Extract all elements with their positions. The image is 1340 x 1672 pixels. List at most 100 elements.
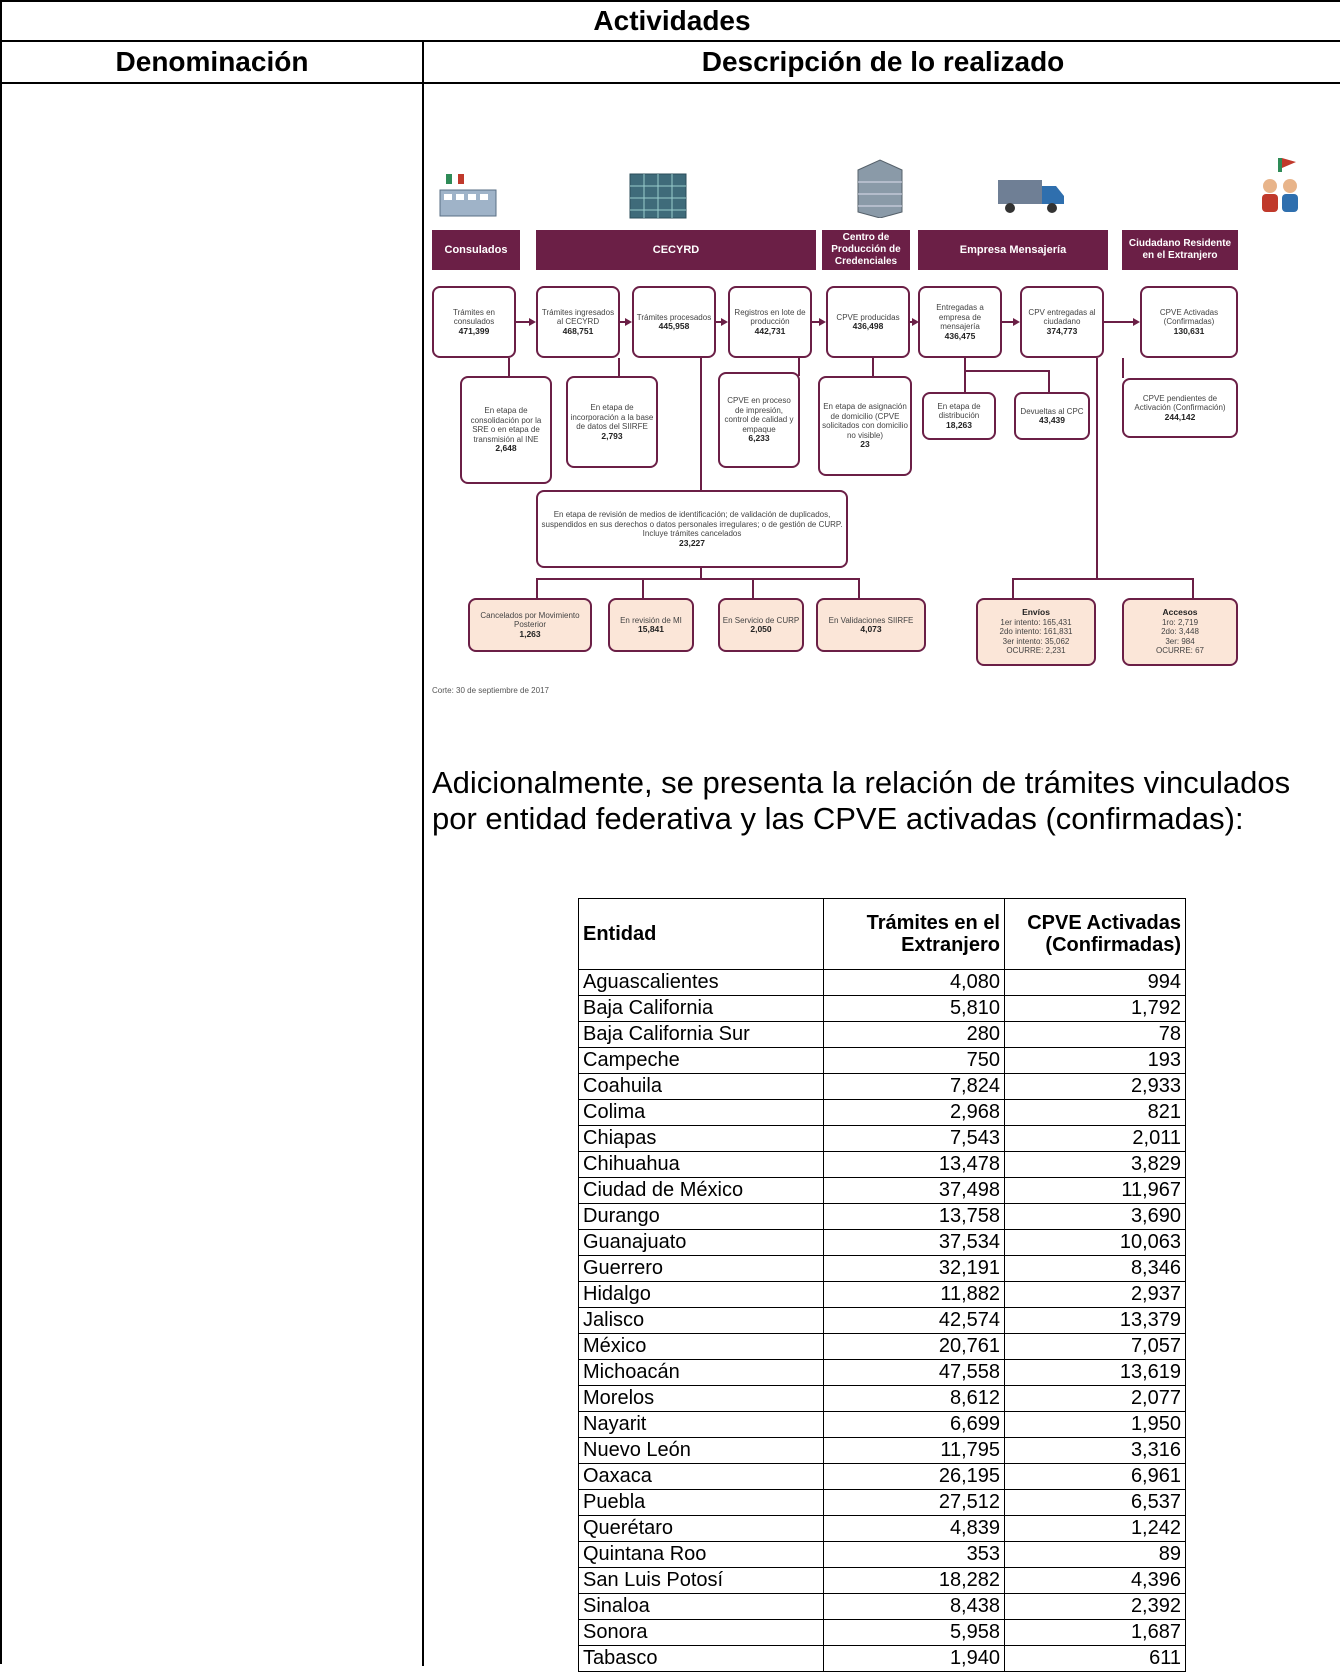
cell-cpve: 2,933 [1004, 1073, 1186, 1100]
cell-entity: Nayarit [578, 1411, 824, 1438]
cell-entity: Oaxaca [578, 1463, 824, 1490]
cell-tramites: 7,543 [823, 1125, 1005, 1152]
cell-tramites: 37,498 [823, 1177, 1005, 1204]
cell-tramites: 20,761 [823, 1333, 1005, 1360]
entity-table: Entidad Trámites en el Extranjero CPVE A… [578, 898, 1186, 1672]
cell-cpve: 89 [1004, 1541, 1186, 1568]
cell-cpve: 193 [1004, 1047, 1186, 1074]
cell-tramites: 5,958 [823, 1619, 1005, 1646]
arrow-icon [625, 318, 632, 326]
cell-tramites: 7,824 [823, 1073, 1005, 1100]
delivery-truck-icon [998, 180, 1064, 213]
connector [812, 321, 819, 323]
cell-entity: Durango [578, 1203, 824, 1230]
column-divider [422, 84, 424, 1666]
connector [1096, 358, 1098, 578]
box-etapa-consolidacion: En etapa de consolidación por la SRE o e… [460, 376, 552, 484]
connector [1012, 578, 1194, 580]
cell-cpve: 2,011 [1004, 1125, 1186, 1152]
cell-tramites: 8,612 [823, 1385, 1005, 1412]
cell-cpve: 2,392 [1004, 1593, 1186, 1620]
box-cpve-impresion: CPVE en proceso de impresión, control de… [718, 372, 800, 468]
cell-entity: Guerrero [578, 1255, 824, 1282]
box-etapa-revision: En etapa de revisión de medios de identi… [536, 490, 848, 568]
arrow-icon [1013, 318, 1020, 326]
cell-tramites: 32,191 [823, 1255, 1005, 1282]
cell-entity: San Luis Potosí [578, 1567, 824, 1594]
connector [858, 578, 860, 598]
cell-cpve: 8,346 [1004, 1255, 1186, 1282]
connector [1192, 578, 1194, 598]
connector [1048, 370, 1050, 392]
cell-tramites: 2,968 [823, 1099, 1005, 1126]
cell-cpve: 3,690 [1004, 1203, 1186, 1230]
cell-cpve: 4,396 [1004, 1567, 1186, 1594]
arrow-icon [721, 318, 728, 326]
cell-cpve: 3,829 [1004, 1151, 1186, 1178]
connector [700, 568, 702, 578]
cell-tramites: 11,795 [823, 1437, 1005, 1464]
cell-tramites: 1,940 [823, 1645, 1005, 1672]
cell-entity: Aguascalientes [578, 969, 824, 996]
connector [620, 321, 625, 323]
column-header-denominacion: Denominación [2, 42, 424, 84]
cell-entity: Morelos [578, 1385, 824, 1412]
table-header-tramites: Trámites en el Extranjero [823, 898, 1005, 970]
diagram-note: Corte: 30 de septiembre de 2017 [432, 686, 549, 695]
cell-tramites: 27,512 [823, 1489, 1005, 1516]
band-ciudadano: Ciudadano Residente en el Extranjero [1122, 230, 1238, 270]
table-header-entidad: Entidad [578, 898, 824, 970]
cell-entity: Puebla [578, 1489, 824, 1516]
cell-entity: Querétaro [578, 1515, 824, 1542]
consulate-building-icon [439, 174, 497, 217]
cell-entity: Hidalgo [578, 1281, 824, 1308]
connector [716, 321, 721, 323]
band-centro-produccion: Centro de Producción de Credenciales [822, 230, 910, 270]
cell-tramites: 4,839 [823, 1515, 1005, 1542]
cell-entity: Chihuahua [578, 1151, 824, 1178]
connector [752, 578, 754, 598]
cell-cpve: 3,316 [1004, 1437, 1186, 1464]
cecyrd-building-icon [629, 173, 687, 219]
cell-entity: Colima [578, 1099, 824, 1126]
arrow-icon [1133, 318, 1140, 326]
connector [872, 358, 874, 376]
cell-entity: Coahuila [578, 1073, 824, 1100]
cell-cpve: 7,057 [1004, 1333, 1186, 1360]
box-asignacion-domicilio: En etapa de asignación de domicilio (CPV… [818, 376, 912, 476]
cell-entity: Baja California [578, 995, 824, 1022]
arrow-icon [529, 318, 536, 326]
description-paragraph: Adicionalmente, se presenta la relación … [432, 765, 1337, 837]
table-header-row: Entidad Trámites en el Extranjero CPVE A… [578, 898, 1186, 970]
cell-tramites: 8,438 [823, 1593, 1005, 1620]
table-header-cpve: CPVE Activadas (Confirmadas) [1004, 898, 1186, 970]
cell-tramites: 353 [823, 1541, 1005, 1568]
connector [1122, 358, 1124, 378]
cell-entity: Sonora [578, 1619, 824, 1646]
cell-tramites: 11,882 [823, 1281, 1005, 1308]
cell-tramites: 5,810 [823, 995, 1005, 1022]
connector [536, 578, 538, 598]
table-title: Actividades [2, 2, 1340, 42]
